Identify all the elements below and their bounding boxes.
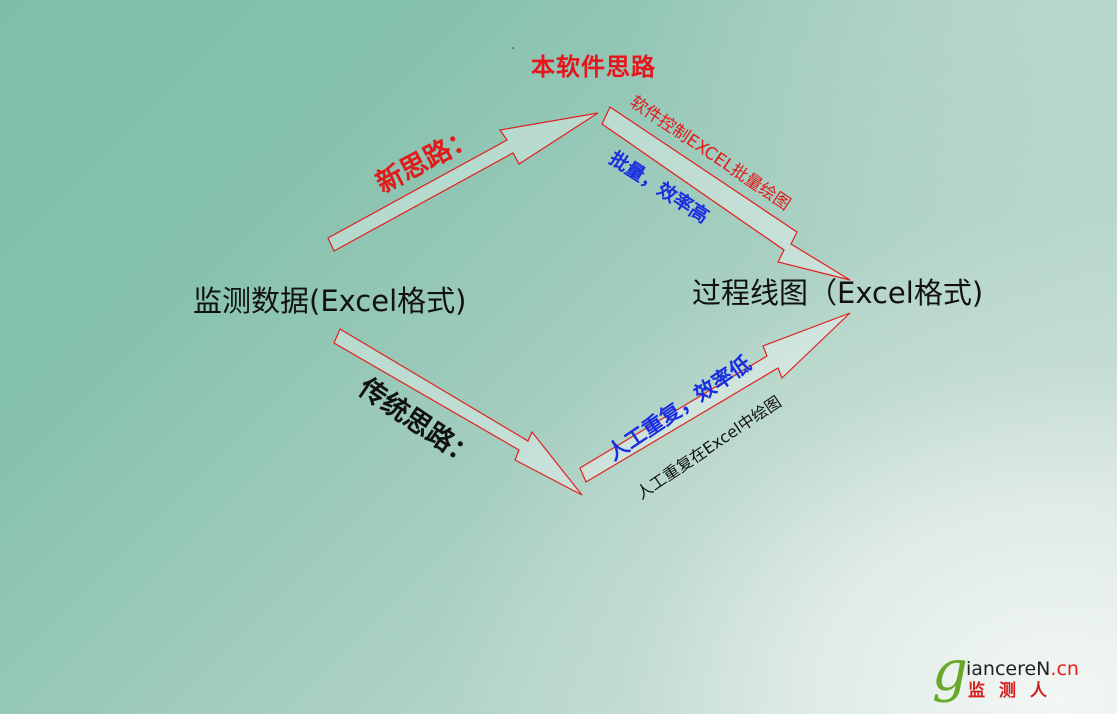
arrow-new-right [601,106,851,281]
speck [512,47,514,49]
logo-text: iancereN [966,658,1051,680]
node-target: 过程线图（Excel格式) [692,276,984,310]
site-logo: g iancereN.cn 监测人 [932,644,1082,708]
logo-subtitle: 监测人 [968,681,1061,701]
logo-cn: cn [1056,658,1079,680]
arrow-old-left [333,328,583,496]
node-source: 监测数据(Excel格式) [193,284,467,318]
logo-g-glyph: g [932,639,968,704]
arrow-old-right [579,312,851,483]
logo-dot: . [1050,658,1057,680]
diagram-title: 本软件思路 [531,53,656,81]
logo-wordmark: iancereN.cn [966,660,1079,679]
arrow-new-left [327,112,599,252]
